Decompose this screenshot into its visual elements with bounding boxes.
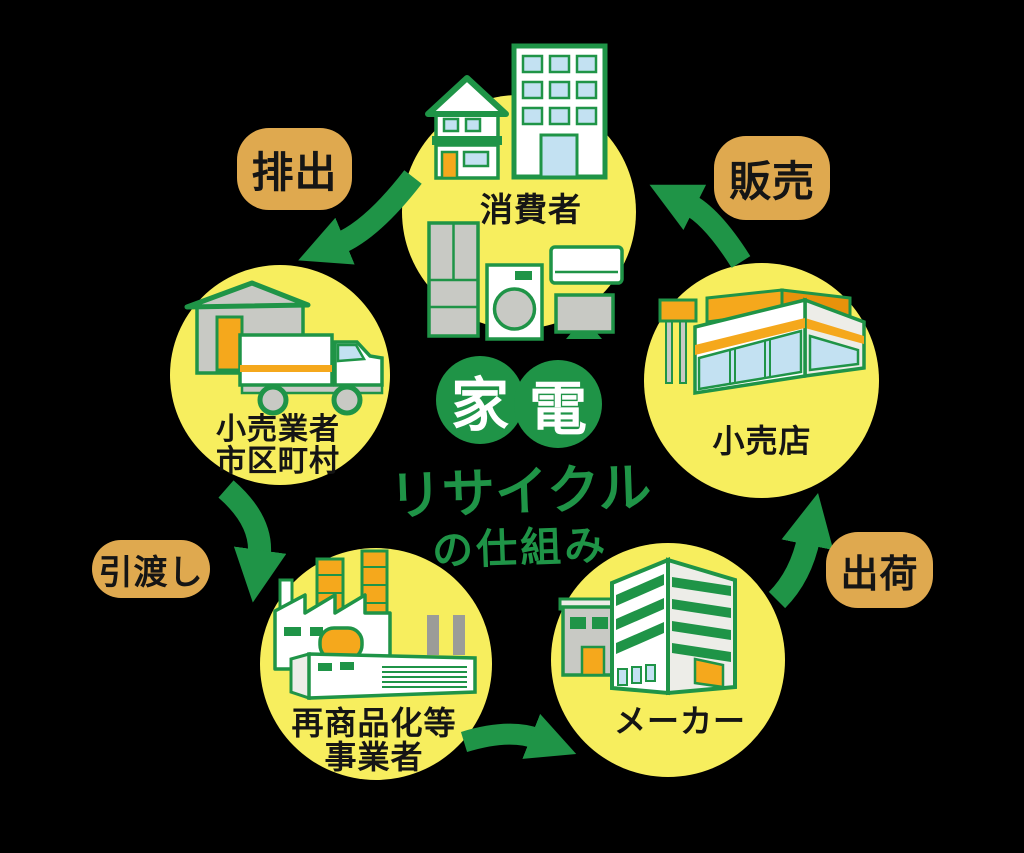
warehouse-truck-icons [184,280,384,416]
washing-machine-icon [485,263,544,341]
discharge-arrow [298,170,422,265]
office-building-icon [558,557,737,696]
title-bottom: の仕組み [431,520,609,576]
title-badge-second: 電 [514,360,602,448]
flow-label-discharge: 排出 [237,128,352,210]
flow-label-sale-text: 販売 [728,156,815,206]
appliances-icons [427,221,624,341]
title-badge-second-char: 電 [528,375,587,443]
flow-label-shipment-text: 出荷 [840,551,919,596]
shipment-arrow [768,492,834,609]
recycler-label-line2: 事業者 [324,738,424,776]
flow-label-shipment: 出荷 [826,532,933,608]
supply-arrow [460,713,577,759]
recycler-label-line1: 再商品化等 [291,704,457,742]
title-badge-first: 家 [436,356,524,444]
factory-icon [273,549,477,701]
title-badge-first-char: 家 [450,371,509,439]
flow-label-sale: 販売 [714,136,830,220]
store-building-icon [658,288,866,396]
maker-label: メーカー [613,702,746,740]
house-icon [425,75,509,180]
flow-label-handover-text: 引渡し [98,552,204,593]
flow-label-discharge-text: 排出 [251,147,338,197]
sale-arrow [649,184,751,268]
retailer-municipality-label-line2: 市区町村 [216,444,340,479]
tv-icon [554,293,615,339]
consumer-label: 消費者 [480,190,582,229]
refrigerator-icon [427,221,480,338]
handover-arrow [218,480,287,603]
truck-icon [238,333,384,416]
flow-label-handover: 引渡し [92,540,210,598]
retailer-municipality-label-line1: 小売業者 [216,412,340,447]
signboard-icon [658,298,698,384]
apartment-building-icon [511,43,608,180]
retail-store-label: 小売店 [712,422,812,460]
air-conditioner-icon [549,245,624,285]
